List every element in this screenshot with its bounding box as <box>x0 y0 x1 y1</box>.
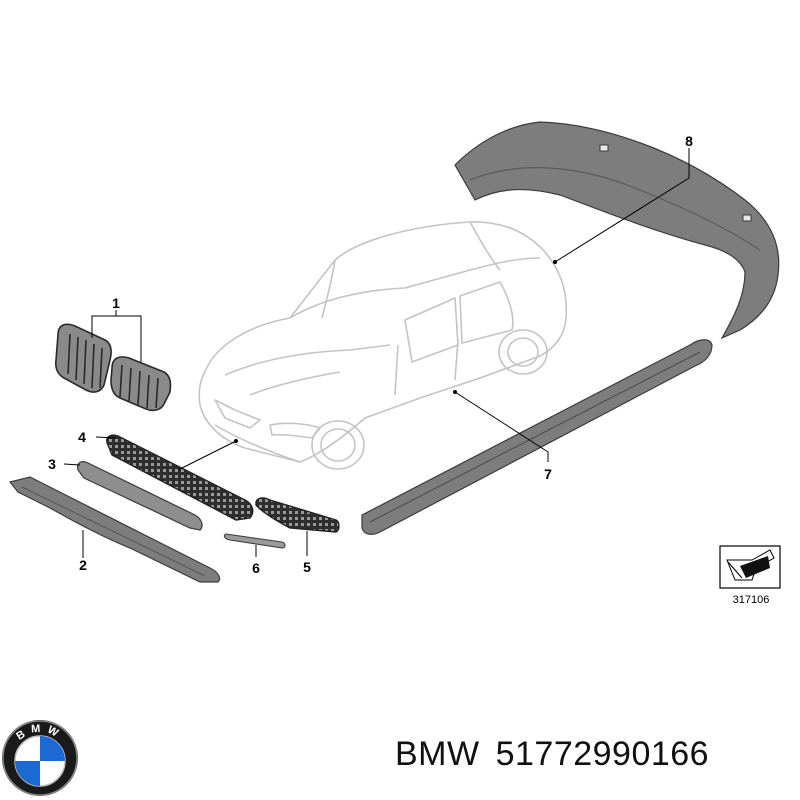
leader-lines <box>63 148 690 558</box>
callout-2: 2 <box>79 557 87 573</box>
car-outline <box>198 221 568 470</box>
callout-4: 4 <box>78 429 86 445</box>
callout-7: 7 <box>544 466 552 482</box>
part-8-rear-bumper <box>454 121 780 340</box>
part-5-side-grille <box>255 497 340 533</box>
callout-5: 5 <box>303 559 311 575</box>
callout-8: 8 <box>685 133 693 149</box>
part-number-caption: BMW 51772990166 <box>395 735 795 774</box>
callout-1: 1 <box>112 295 120 311</box>
part-4-center-grille <box>106 434 254 521</box>
callout-3: 3 <box>48 456 56 472</box>
part-3-trim-strip <box>77 461 203 531</box>
part-6-small-trim <box>223 533 286 549</box>
part-1-kidney-grilles <box>54 323 172 412</box>
brand-name: BMW <box>395 735 480 773</box>
bmw-logo: BMW <box>2 720 78 796</box>
leader-dots <box>234 260 557 443</box>
reference-number: 317106 <box>733 594 770 606</box>
part-7-side-sill <box>361 339 713 535</box>
reference-box <box>719 545 781 589</box>
part-2-lower-spoiler <box>8 476 221 583</box>
part-number: 51772990166 <box>495 735 710 773</box>
callout-6: 6 <box>252 560 260 576</box>
